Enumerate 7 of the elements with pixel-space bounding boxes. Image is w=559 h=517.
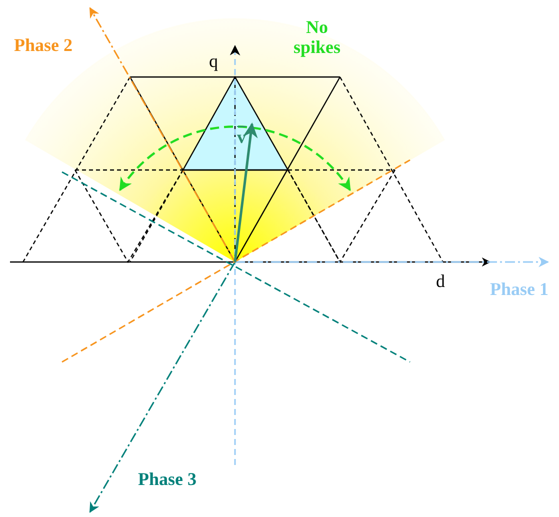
- phase-label: Phase 3: [138, 470, 196, 488]
- phase-label: Phase 1: [490, 280, 548, 298]
- annotation: No spikes: [292, 18, 342, 58]
- phase-label: Phase 2: [14, 36, 72, 54]
- axis-label: q: [209, 52, 218, 70]
- vector-label: v: [237, 128, 246, 146]
- axis-label: d: [436, 272, 445, 290]
